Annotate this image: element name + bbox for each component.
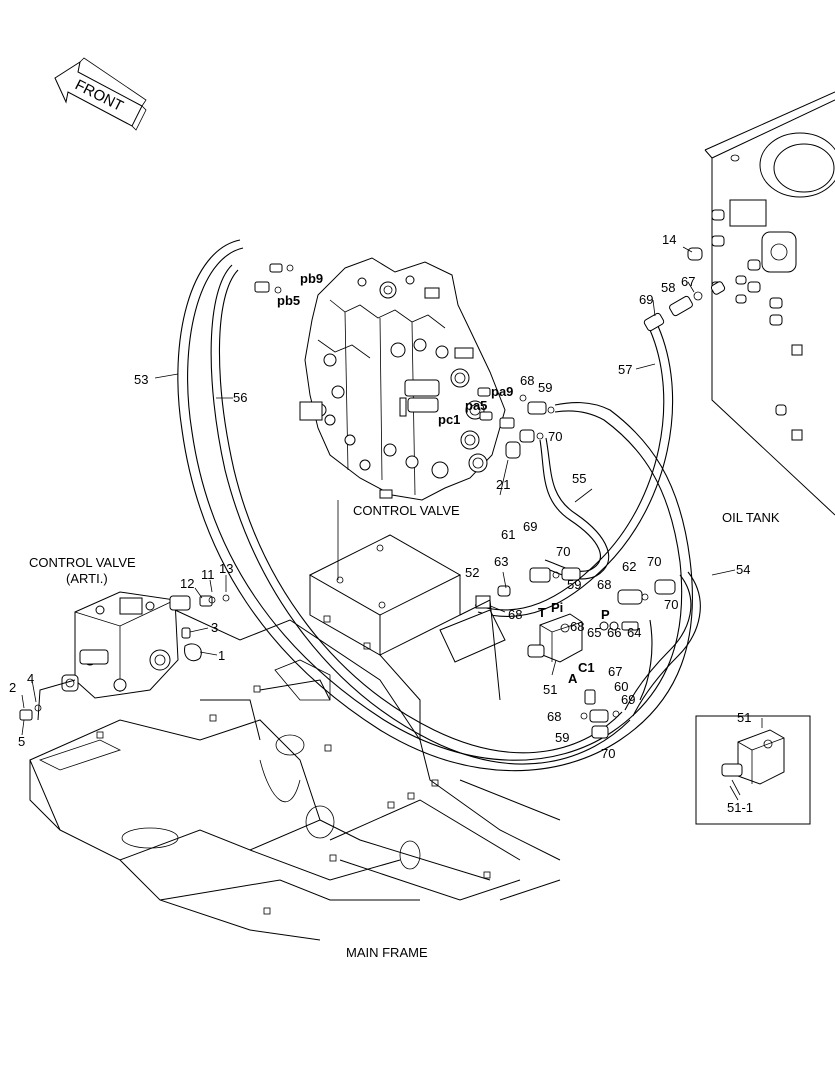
part-number-57: 57 <box>618 362 632 377</box>
part-number-70-c: 70 <box>647 554 661 569</box>
part-number-55: 55 <box>572 471 586 486</box>
part-number-56: 56 <box>233 390 247 405</box>
part-number-69-a: 69 <box>639 292 653 307</box>
part-number-5: 5 <box>18 734 25 749</box>
part-number-2: 2 <box>9 680 16 695</box>
port-label-pb5: pb5 <box>277 293 300 308</box>
part-number-52: 52 <box>465 565 479 580</box>
hose-57 <box>474 329 665 611</box>
port-label-pb9: pb9 <box>300 271 323 286</box>
part-number-70-d: 70 <box>664 597 678 612</box>
valve-stand <box>308 500 501 740</box>
oil-tank-caption: OIL TANK <box>722 510 780 525</box>
port-fittings <box>254 263 555 459</box>
control-valve-caption: CONTROL VALVE <box>353 503 460 518</box>
main-frame-caption: MAIN FRAME <box>346 945 428 960</box>
part-number-21: 21 <box>496 477 510 492</box>
part-number-12: 12 <box>180 576 194 591</box>
part-number-53: 53 <box>134 372 148 387</box>
part-number-63: 63 <box>494 554 508 569</box>
part-number-51: 51 <box>543 682 557 697</box>
part-number-64: 64 <box>627 625 641 640</box>
part-number-1: 1 <box>218 648 225 663</box>
part-number-68-c: 68 <box>508 607 522 622</box>
part-number-65: 65 <box>587 625 601 640</box>
control-valve-arti-caption-line1: CONTROL VALVE <box>29 555 136 570</box>
main-frame <box>29 609 561 941</box>
front-arrow-icon <box>54 57 147 131</box>
part-number-70-b: 70 <box>556 544 570 559</box>
inset-detail-51 <box>695 715 811 825</box>
part-number-62: 62 <box>622 559 636 574</box>
port-label-pc1: pc1 <box>438 412 460 427</box>
part-number-59-c: 59 <box>555 730 569 745</box>
part-number-68-a: 68 <box>520 373 534 388</box>
front-label: FRONT <box>72 76 126 115</box>
part-number-66: 66 <box>607 625 621 640</box>
part-number-67-a: 67 <box>681 274 695 289</box>
hose-53 <box>177 239 693 772</box>
port-label-pa5: pa5 <box>465 398 487 413</box>
part-number-70-e: 70 <box>601 746 615 761</box>
tank-fittings <box>643 247 726 332</box>
control-valve-arti-caption-line2: (ARTI.) <box>66 571 108 586</box>
port-label-t: T <box>538 605 546 620</box>
part-number-68-b: 68 <box>570 619 584 634</box>
valve-51 <box>527 613 583 663</box>
part-number-69-b: 69 <box>523 519 537 534</box>
oil-tank <box>704 91 835 516</box>
arti-control-valve <box>19 591 230 721</box>
part-number-51-inset: 51 <box>737 710 751 725</box>
valve-51-fittings <box>497 567 676 739</box>
port-label-pa9: pa9 <box>491 384 513 399</box>
part-number-68-e: 68 <box>547 709 561 724</box>
part-number-54: 54 <box>736 562 750 577</box>
part-number-13: 13 <box>219 561 233 576</box>
part-number-14: 14 <box>662 232 676 247</box>
part-number-61: 61 <box>501 527 515 542</box>
part-number-68-d: 68 <box>597 577 611 592</box>
part-number-70-a: 70 <box>548 429 562 444</box>
control-valve-body <box>299 257 506 501</box>
part-number-59-a: 59 <box>538 380 552 395</box>
leader-lines <box>21 246 763 801</box>
port-label-p: P <box>601 607 610 622</box>
part-number-60: 60 <box>614 679 628 694</box>
port-label-c1: C1 <box>578 660 595 675</box>
hose-54 <box>624 574 692 711</box>
part-number-69-c: 69 <box>621 692 635 707</box>
hose-56 <box>210 264 631 765</box>
part-number-4: 4 <box>27 671 34 686</box>
part-number-51-1: 51-1 <box>727 800 753 815</box>
part-number-3: 3 <box>211 620 218 635</box>
part-number-58: 58 <box>661 280 675 295</box>
part-number-59-b: 59 <box>567 577 581 592</box>
part-number-11: 11 <box>201 567 215 582</box>
port-label-a: A <box>568 671 578 686</box>
part-number-67-b: 67 <box>608 664 622 679</box>
port-label-pi: Pi <box>551 600 563 615</box>
